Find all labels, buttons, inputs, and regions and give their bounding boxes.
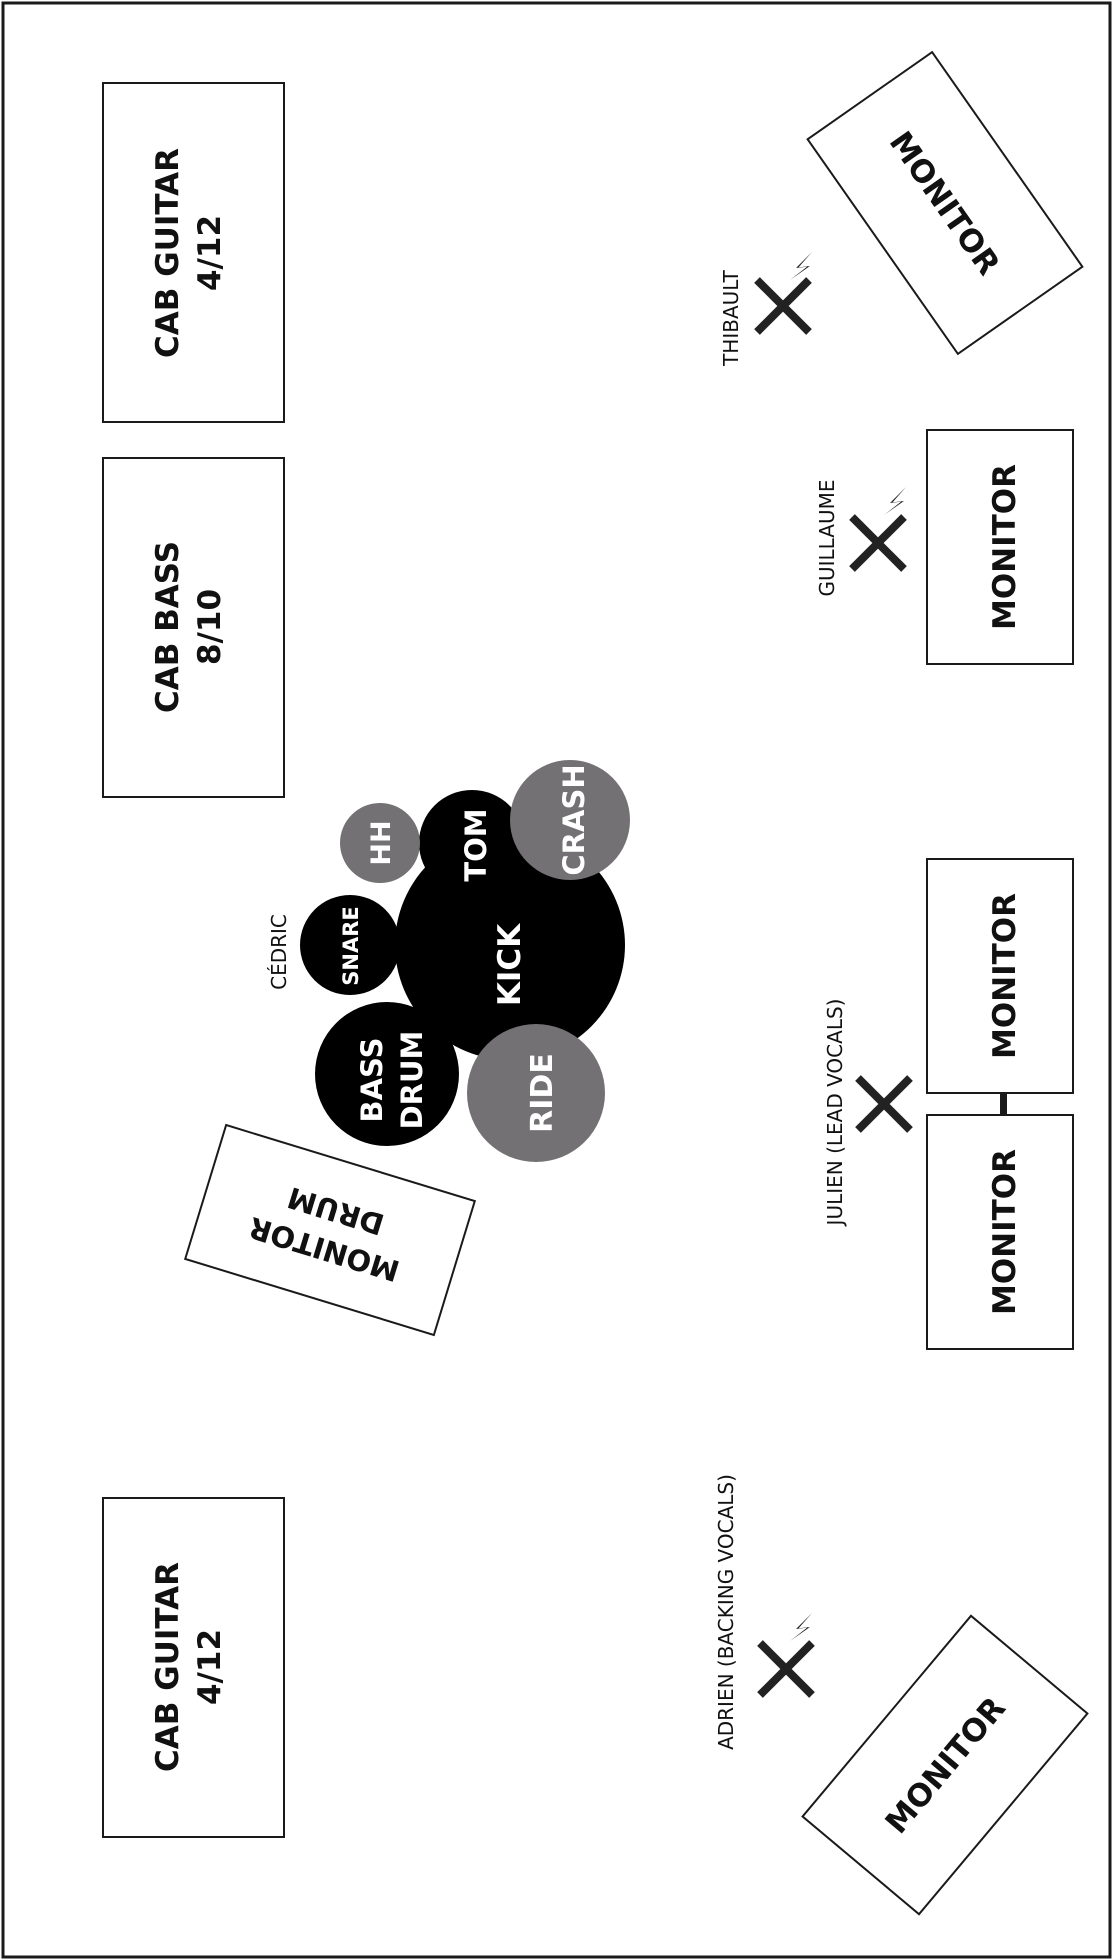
cab-guitar-top: CAB GUITAR 4/12 (102, 82, 285, 423)
cab-guitar-bottom-line1: CAB GUITAR (150, 1562, 186, 1772)
cab-bass-line2: 8/10 (192, 589, 228, 665)
cab-guitar-bottom: CAB GUITAR 4/12 (102, 1497, 285, 1838)
cab-bass-line1: CAB BASS (150, 541, 186, 713)
monitor-link (1000, 1093, 1007, 1115)
bass-drum (315, 1002, 459, 1146)
guillaume-name: GUILLAUME (815, 480, 839, 597)
musician-adrien: ADRIEN (BACKING VOCALS) (714, 1474, 815, 1750)
ride-label: RIDE (525, 1053, 560, 1133)
thibault-name: THIBAULT (719, 269, 743, 367)
cab-guitar-bottom-line2: 4/12 (192, 1629, 228, 1705)
monitor-guillaume-label: MONITOR (987, 464, 1023, 630)
snare-label: SNARE (339, 906, 363, 985)
hh-label: HH (366, 820, 397, 865)
lightning-icon (790, 1613, 812, 1641)
monitor-julien-bottom-label: MONITOR (987, 1149, 1023, 1315)
musician-thibault: THIBAULT (719, 252, 812, 367)
lightning-icon (884, 487, 906, 515)
cab-guitar-top-line1: CAB GUITAR (150, 148, 186, 358)
monitor-adrien: MONITOR (801, 1614, 1089, 1916)
crash-label: CRASH (557, 764, 591, 875)
tom-label: TOM (459, 808, 493, 881)
musician-julien: JULIEN (LEAD VOCALS) (823, 999, 913, 1228)
monitor-guillaume: MONITOR (926, 429, 1074, 665)
hh-cymbal (340, 803, 420, 883)
monitor-julien-bottom: MONITOR (926, 1114, 1074, 1350)
cab-guitar-top-line2: 4/12 (192, 215, 228, 291)
ride-cymbal (467, 1024, 605, 1162)
drummer-name: CÉDRIC (267, 914, 291, 990)
lightning-icon (790, 252, 812, 280)
musician-guillaume: GUILLAUME (815, 480, 907, 597)
bass-drum-line2: DRUM (395, 1031, 429, 1130)
monitor-thibault: MONITOR (806, 50, 1084, 356)
cab-bass: CAB BASS 8/10 (102, 457, 285, 798)
monitor-julien-top: MONITOR (926, 858, 1074, 1094)
monitor-julien-top-label: MONITOR (987, 893, 1023, 1059)
tom-drum (419, 790, 525, 896)
drum-kit: KICK TOM HH CRASH SNARE BASS DRUM RIDE C… (267, 760, 630, 1162)
snare-drum (300, 895, 400, 995)
kick-label: KICK (492, 923, 528, 1006)
adrien-name: ADRIEN (BACKING VOCALS) (714, 1474, 738, 1750)
monitor-drum: MONITOR DRUM (183, 1123, 477, 1337)
julien-name: JULIEN (LEAD VOCALS) (823, 999, 847, 1228)
bass-drum-line1: BASS (355, 1037, 389, 1122)
crash-cymbal (510, 760, 630, 880)
